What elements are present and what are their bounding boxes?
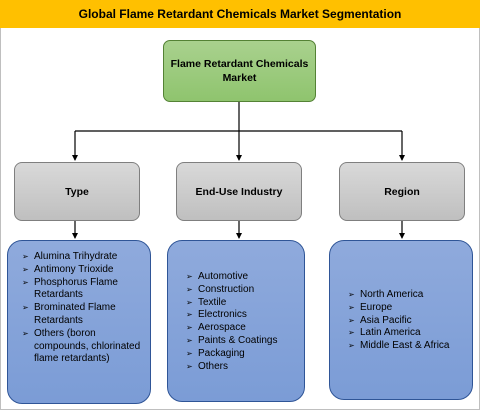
arrow-bullet-icon: ➢: [186, 323, 193, 333]
arrow-bullet-icon: ➢: [348, 315, 355, 325]
diagram-title: Global Flame Retardant Chemicals Market …: [0, 0, 480, 28]
list-item: ➢Latin America: [348, 327, 421, 339]
arrow-bullet-icon: ➢: [186, 348, 193, 358]
root-label: Flame Retardant Chemicals Market: [170, 58, 309, 84]
list-item: ➢Brominated Flame Retardants: [22, 302, 116, 326]
list-item: ➢Automotive: [186, 271, 249, 282]
arrow-bullet-icon: ➢: [186, 284, 193, 294]
list-item: ➢Textile: [186, 296, 227, 308]
root-node: Flame Retardant Chemicals Market: [163, 40, 316, 102]
list-item: ➢Construction: [186, 283, 255, 295]
category-label: Region: [384, 185, 420, 198]
arrow-bullet-icon: ➢: [186, 310, 193, 320]
arrow-bullet-icon: ➢: [186, 335, 193, 345]
category-label: End-Use Industry: [195, 185, 283, 198]
list-item: ➢Europe: [348, 301, 393, 313]
end-use-list-box: ➢Automotive ➢Construction ➢Textile ➢Elec…: [167, 240, 305, 402]
arrow-bullet-icon: ➢: [22, 303, 29, 313]
arrow-bullet-icon: ➢: [186, 361, 193, 371]
list-item: ➢Asia Pacific: [348, 314, 412, 326]
list-item: ➢Aerospace: [186, 322, 246, 334]
arrow-bullet-icon: ➢: [186, 297, 193, 307]
arrow-bullet-icon: ➢: [22, 277, 29, 287]
category-region: Region: [339, 162, 465, 221]
arrow-bullet-icon: ➢: [348, 302, 355, 312]
arrow-bullet-icon: ➢: [348, 328, 355, 338]
region-list-box: ➢North America ➢Europe ➢Asia Pacific ➢La…: [329, 240, 473, 400]
list-item: ➢Electronics: [186, 309, 247, 321]
arrow-bullet-icon: ➢: [186, 272, 193, 281]
list-item: ➢Alumina Trihydrate: [22, 251, 118, 262]
arrow-bullet-icon: ➢: [22, 328, 29, 338]
list-item: ➢Paints & Coatings: [186, 334, 278, 346]
list-item: ➢Phosphorus Flame Retardants: [22, 276, 118, 301]
list-item: ➢Others: [186, 360, 229, 372]
list-item: ➢Others (boron compounds, chlorinated fl…: [22, 327, 141, 365]
arrow-bullet-icon: ➢: [348, 290, 355, 299]
list-item: ➢North America: [348, 289, 424, 300]
arrow-bullet-icon: ➢: [22, 252, 29, 261]
list-item: ➢Packaging: [186, 347, 245, 359]
category-label: Type: [65, 185, 89, 198]
category-end-use-industry: End-Use Industry: [176, 162, 302, 221]
category-type: Type: [14, 162, 140, 221]
type-list-box: ➢Alumina Trihydrate ➢Antimony Trioxide ➢…: [7, 240, 151, 404]
arrow-bullet-icon: ➢: [22, 264, 29, 274]
list-item: ➢Middle East & Africa: [348, 340, 450, 352]
list-item: ➢Antimony Trioxide: [22, 263, 114, 275]
arrow-bullet-icon: ➢: [348, 341, 355, 351]
